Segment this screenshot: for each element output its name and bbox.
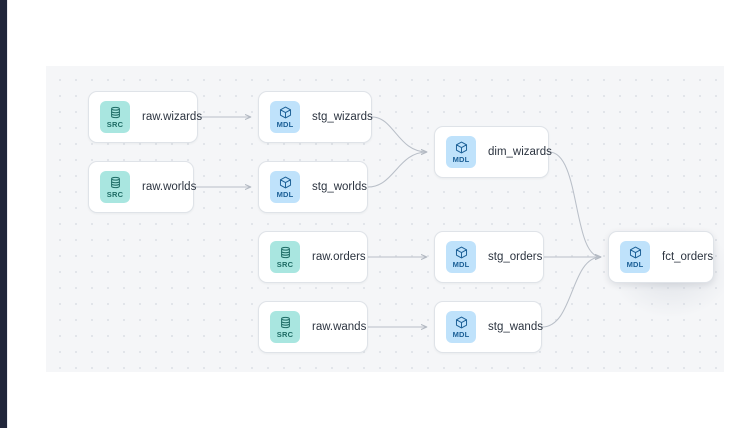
node-type-badge-mdl: MDL: [446, 311, 476, 343]
graph-node-stg_orders[interactable]: MDL stg_orders: [434, 231, 544, 283]
cube-icon: [279, 106, 292, 119]
node-type-badge-mdl: MDL: [270, 101, 300, 133]
graph-node-stg_worlds[interactable]: MDL stg_worlds: [258, 161, 368, 213]
node-label: raw.worlds: [142, 181, 197, 193]
cube-icon: [455, 316, 468, 329]
graph-node-fct_orders[interactable]: MDL fct_orders: [608, 231, 714, 283]
app-rail-divider: [7, 0, 8, 428]
node-label: stg_wands: [488, 321, 543, 333]
graph-node-stg_wizards[interactable]: MDL stg_wizards: [258, 91, 373, 143]
node-type-badge-mdl: MDL: [270, 171, 300, 203]
node-label: raw.wands: [312, 321, 367, 333]
graph-node-raw_wands[interactable]: SRC raw.wands: [258, 301, 368, 353]
node-label: stg_orders: [488, 251, 543, 263]
edge-dim-wizards-to-fct-orders: [548, 151, 602, 260]
node-label: dim_wizards: [488, 146, 552, 158]
node-type-badge-label: MDL: [276, 189, 294, 199]
node-type-badge-src: SRC: [100, 171, 130, 203]
node-type-badge-label: MDL: [452, 154, 470, 164]
node-label: stg_worlds: [312, 181, 367, 193]
edge-stg-wands-to-fct-orders: [541, 254, 602, 328]
node-label: fct_orders: [662, 251, 714, 263]
graph-node-stg_wands[interactable]: MDL stg_wands: [434, 301, 543, 353]
database-icon: [279, 246, 292, 259]
database-icon: [279, 316, 292, 329]
graph-node-dim_wizards[interactable]: MDL dim_wizards: [434, 126, 552, 178]
node-label: stg_wizards: [312, 111, 373, 123]
node-type-badge-label: SRC: [106, 189, 124, 199]
graph-node-raw_wizards[interactable]: SRC raw.wizards: [88, 91, 202, 143]
node-label: raw.wizards: [142, 111, 203, 123]
node-type-badge-mdl: MDL: [446, 241, 476, 273]
graph-node-raw_worlds[interactable]: SRC raw.worlds: [88, 161, 197, 213]
node-label: raw.orders: [312, 251, 366, 263]
node-type-badge-label: MDL: [452, 329, 470, 339]
graph-node-raw_orders[interactable]: SRC raw.orders: [258, 231, 368, 283]
node-type-badge-src: SRC: [270, 241, 300, 273]
cube-icon: [455, 246, 468, 259]
node-type-badge-mdl: MDL: [446, 136, 476, 168]
node-type-badge-label: MDL: [276, 119, 294, 129]
node-type-badge-label: SRC: [106, 119, 124, 129]
cube-icon: [279, 176, 292, 189]
node-type-badge-label: MDL: [626, 259, 644, 269]
node-type-badge-label: SRC: [276, 259, 294, 269]
node-type-badge-src: SRC: [100, 101, 130, 133]
node-type-badge-mdl: MDL: [620, 241, 650, 273]
node-type-badge-label: MDL: [452, 259, 470, 269]
database-icon: [109, 106, 122, 119]
node-type-badge-label: SRC: [276, 329, 294, 339]
cube-icon: [455, 141, 468, 154]
node-type-badge-src: SRC: [270, 311, 300, 343]
cube-icon: [629, 246, 642, 259]
edge-stg-wizards-to-dim-wizards: [371, 116, 428, 155]
edge-stg-worlds-to-dim-wizards: [367, 149, 428, 188]
app-nav-rail: [0, 0, 7, 428]
database-icon: [109, 176, 122, 189]
